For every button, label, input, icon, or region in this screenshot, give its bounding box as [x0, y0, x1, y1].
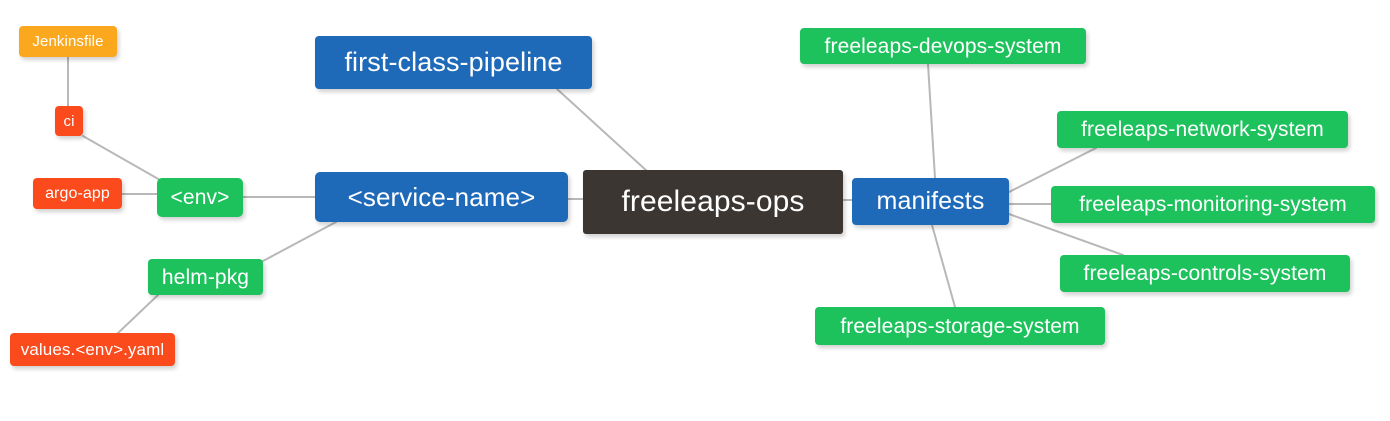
node-label-values-env-yaml: values.<env>.yaml — [20, 340, 165, 359]
edge-manifests-to-freeleaps-devops-system — [927, 63, 936, 179]
node-service-name[interactable]: <service-name> — [315, 172, 568, 222]
edge-helm-pkg-to-values-env-yaml — [117, 294, 159, 334]
node-label-ci: ci — [63, 112, 75, 130]
node-label-freeleaps-storage-system: freeleaps-storage-system — [840, 314, 1080, 338]
node-jenkinsfile[interactable]: Jenkinsfile — [19, 26, 117, 57]
node-label-env: <env> — [170, 186, 230, 209]
edge-manifests-to-freeleaps-storage-system — [931, 224, 956, 308]
edge-service-name-to-helm-pkg — [262, 221, 337, 262]
node-label-freeleaps-ops: freeleaps-ops — [621, 185, 805, 218]
node-argo-app[interactable]: argo-app — [33, 178, 122, 209]
node-freeleaps-ops[interactable]: freeleaps-ops — [583, 170, 843, 234]
node-ci[interactable]: ci — [55, 106, 83, 136]
node-freeleaps-storage-system[interactable]: freeleaps-storage-system — [815, 307, 1105, 345]
node-freeleaps-controls-system[interactable]: freeleaps-controls-system — [1060, 255, 1350, 292]
edge-ci-to-env — [82, 135, 161, 181]
node-label-freeleaps-network-system: freeleaps-network-system — [1081, 118, 1324, 141]
node-env[interactable]: <env> — [157, 178, 243, 217]
node-label-freeleaps-controls-system: freeleaps-controls-system — [1083, 262, 1327, 285]
node-label-helm-pkg: helm-pkg — [161, 265, 250, 289]
node-label-argo-app: argo-app — [45, 184, 110, 202]
node-first-class-pipeline[interactable]: first-class-pipeline — [315, 36, 592, 89]
node-freeleaps-monitoring-system[interactable]: freeleaps-monitoring-system — [1051, 186, 1375, 223]
node-label-service-name: <service-name> — [347, 182, 536, 212]
node-label-freeleaps-devops-system: freeleaps-devops-system — [824, 34, 1062, 58]
node-values-env-yaml[interactable]: values.<env>.yaml — [10, 333, 175, 366]
node-label-jenkinsfile: Jenkinsfile — [32, 33, 104, 50]
edge-first-class-pipeline-to-freeleaps-ops — [556, 88, 649, 173]
node-label-first-class-pipeline: first-class-pipeline — [344, 47, 563, 77]
node-label-manifests: manifests — [876, 187, 985, 215]
node-helm-pkg[interactable]: helm-pkg — [148, 259, 263, 295]
node-freeleaps-devops-system[interactable]: freeleaps-devops-system — [800, 28, 1086, 64]
node-manifests[interactable]: manifests — [852, 178, 1009, 225]
node-label-freeleaps-monitoring-system: freeleaps-monitoring-system — [1079, 193, 1347, 216]
node-freeleaps-network-system[interactable]: freeleaps-network-system — [1057, 111, 1348, 148]
